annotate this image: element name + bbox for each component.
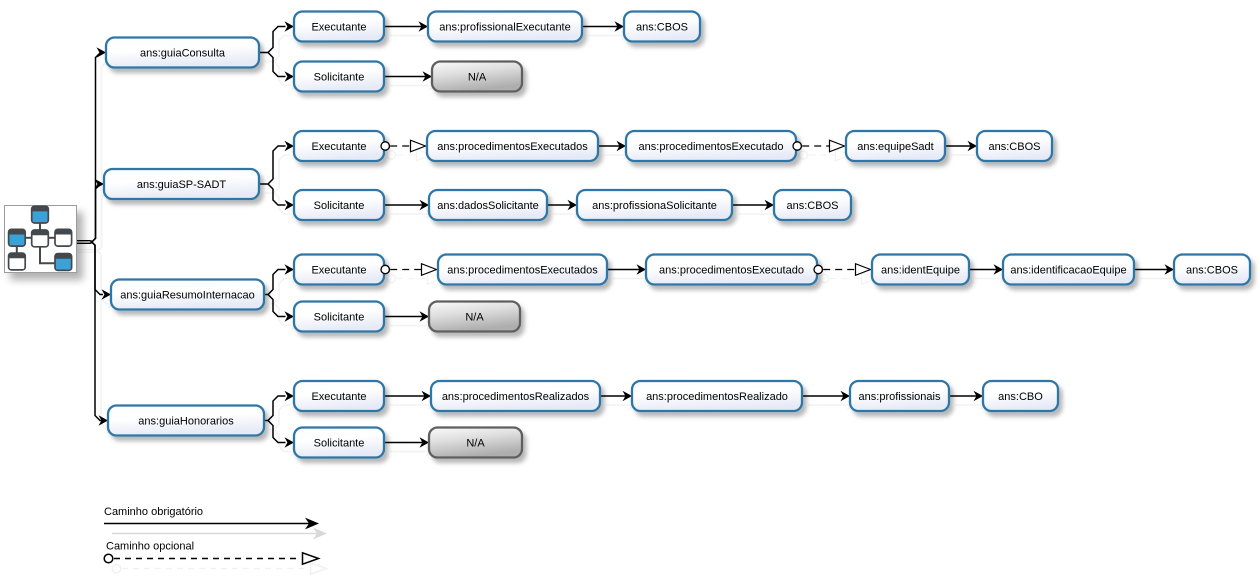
svg-text:ans:procedimentosExecutados: ans:procedimentosExecutados (437, 141, 588, 153)
svg-text:ans:CBOS: ans:CBOS (989, 141, 1041, 153)
svg-text:ans:equipeSadt: ans:equipeSadt (857, 141, 933, 153)
svg-text:ans:guiaSP-SADT: ans:guiaSP-SADT (137, 179, 227, 191)
svg-text:ans:guiaConsulta: ans:guiaConsulta (140, 47, 226, 59)
svg-text:Caminho obrigatório: Caminho obrigatório (104, 506, 203, 518)
svg-text:ans:identEquipe: ans:identEquipe (881, 264, 960, 276)
svg-text:N/A: N/A (468, 71, 487, 83)
svg-text:N/A: N/A (465, 311, 484, 323)
svg-text:ans:procedimentosRealizado: ans:procedimentosRealizado (646, 391, 788, 403)
svg-text:Executante: Executante (311, 141, 366, 153)
svg-text:Caminho opcional: Caminho opcional (106, 541, 194, 553)
svg-text:ans:profissionais: ans:profissionais (859, 391, 941, 403)
svg-text:Solicitante: Solicitante (314, 71, 365, 83)
svg-text:N/A: N/A (466, 437, 485, 449)
svg-text:ans:CBO: ans:CBO (998, 391, 1043, 403)
svg-text:ans:profissionalExecutante: ans:profissionalExecutante (439, 21, 570, 33)
svg-text:Solicitante: Solicitante (314, 200, 365, 212)
svg-text:Executante: Executante (311, 21, 366, 33)
svg-text:ans:CBOS: ans:CBOS (787, 200, 839, 212)
svg-text:ans:procedimentosExecutado: ans:procedimentosExecutado (639, 141, 784, 153)
svg-text:Solicitante: Solicitante (314, 311, 365, 323)
svg-text:ans:guiaResumoInternacao: ans:guiaResumoInternacao (120, 289, 255, 301)
svg-text:Executante: Executante (311, 391, 366, 403)
svg-text:ans:procedimentosRealizados: ans:procedimentosRealizados (442, 391, 590, 403)
svg-text:ans:CBOS: ans:CBOS (636, 21, 688, 33)
svg-text:ans:procedimentosExecutado: ans:procedimentosExecutado (659, 264, 804, 276)
svg-text:ans:dadosSolicitante: ans:dadosSolicitante (437, 200, 539, 212)
svg-text:ans:guiaHonorarios: ans:guiaHonorarios (138, 415, 234, 427)
svg-text:ans:procedimentosExecutados: ans:procedimentosExecutados (447, 264, 598, 276)
svg-text:ans:identificacaoEquipe: ans:identificacaoEquipe (1010, 264, 1126, 276)
svg-text:ans:CBOS: ans:CBOS (1186, 264, 1238, 276)
svg-text:ans:profissionaSolicitante: ans:profissionaSolicitante (592, 200, 717, 212)
svg-text:Solicitante: Solicitante (314, 437, 365, 449)
svg-text:Executante: Executante (311, 264, 366, 276)
